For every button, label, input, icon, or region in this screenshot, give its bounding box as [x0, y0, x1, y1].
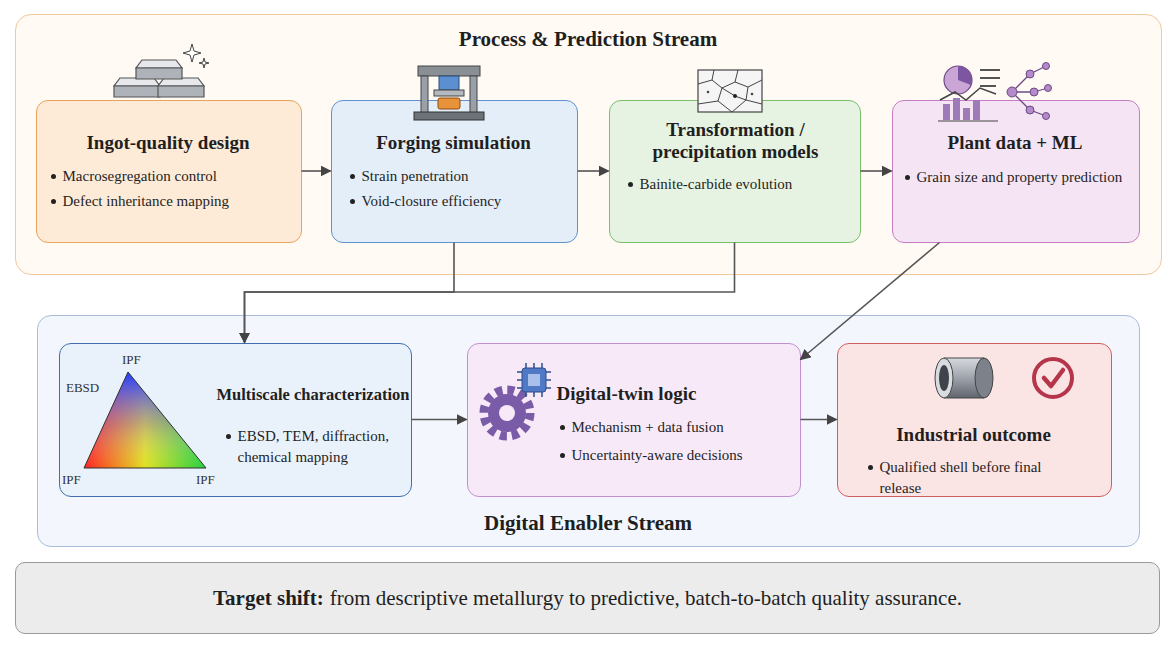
bullet-text: Strain penetration	[362, 166, 572, 187]
box-heading: Ingot-quality design	[37, 132, 300, 154]
bullet-dot	[51, 174, 56, 179]
connector-arrow	[302, 170, 331, 172]
bullet-text: Defect inheritance mapping	[63, 191, 295, 212]
box-heading: Multiscale characterization	[217, 384, 407, 406]
band-title: Process & Prediction Stream	[16, 26, 1160, 52]
box-heading: Transformation / precipitation models	[631, 119, 841, 163]
connector-arrow	[412, 419, 467, 421]
bullet-text: Grain size and property prediction	[917, 167, 1139, 188]
bullet-dot	[560, 425, 565, 430]
stream-band: Digital Enabler Stream Multiscale charact…	[37, 315, 1140, 547]
bullet-text: EBSD, TEM, diffraction, chemical mapping	[238, 426, 406, 468]
process-box: Ingot-quality designMacrosegregation con…	[36, 100, 302, 243]
connector-arrow	[801, 419, 837, 421]
box-heading: Plant data + ML	[893, 132, 1138, 154]
bullet-dot	[226, 434, 231, 439]
bullet-text: Mechanism + data fusion	[572, 417, 797, 438]
bullet-text: Void-closure efficiency	[362, 191, 572, 212]
stream-band: Process & Prediction StreamIngot-quality…	[15, 14, 1162, 275]
connector-arrow	[578, 170, 609, 172]
process-box: Plant data + ML Grain size and property p…	[892, 100, 1140, 243]
figure-label: IPF	[122, 352, 141, 367]
bullet-text: Macrosegregation control	[63, 166, 295, 187]
outcome-box: Industrial outcomeQualified shell before…	[837, 343, 1112, 497]
bullet-text: Uncertainty-aware decisions	[572, 445, 797, 466]
connector-arrow	[801, 243, 940, 360]
figure-label: IPF	[196, 472, 215, 487]
process-box: Forging simulationStrain penetrationVoid…	[331, 100, 578, 243]
band-title: Digital Enabler Stream	[38, 510, 1138, 536]
process-box: Transformation / precipitation modelsBai…	[609, 100, 861, 243]
bullet-dot	[560, 453, 565, 458]
bullet-dot	[350, 199, 355, 204]
connector-arrow	[245, 243, 455, 343]
bullet-dot	[868, 465, 873, 470]
summary-bar: Target shift:from descriptive metallurgy…	[15, 562, 1160, 634]
bullet-dot	[628, 182, 633, 187]
figure-label: IPF	[62, 472, 81, 487]
box-heading: Industrial outcome	[838, 424, 1110, 446]
summary-lead: Target shift:	[213, 586, 324, 611]
bullet-text: Bainite-carbide evolution	[640, 174, 855, 195]
figure-label: EBSD	[66, 380, 99, 395]
connector-arrow	[245, 243, 735, 343]
summary-line: Target shift:from descriptive metallurgy…	[16, 563, 1159, 633]
bullet-dot	[905, 175, 910, 180]
bullet-dot	[350, 174, 355, 179]
box-heading: Digital-twin logic	[557, 383, 797, 405]
box-heading: Forging simulation	[332, 132, 576, 154]
connector-arrow	[861, 170, 892, 172]
enabler-box: Multiscale characterizationEBSD, TEM, di…	[59, 343, 412, 497]
bullet-dot	[51, 199, 56, 204]
summary-text: from descriptive metallurgy to predictiv…	[330, 586, 962, 611]
enabler-box: Digital-twin logicMechanism + data fusio…	[467, 343, 801, 497]
bullet-text: Qualified shell before final release	[880, 457, 1045, 499]
